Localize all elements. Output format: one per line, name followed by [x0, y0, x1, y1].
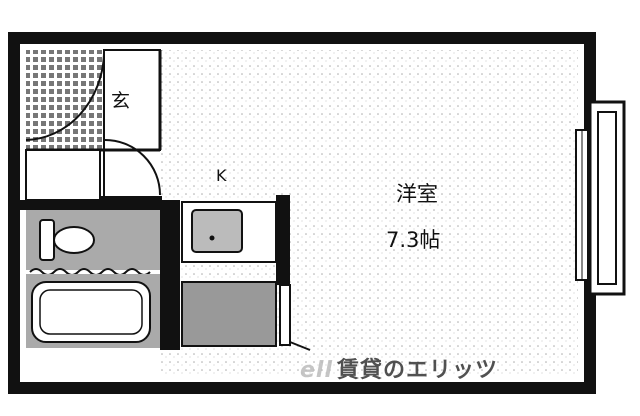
storage-unit — [181, 281, 277, 347]
watermark-logo: ell — [300, 358, 334, 383]
kitchen-sink — [191, 209, 243, 253]
kitchen-label: K — [216, 166, 227, 185]
entrance-step — [103, 49, 161, 151]
balcony-inner — [597, 111, 617, 285]
entrance-label: 玄 — [111, 90, 131, 112]
bathtub — [31, 281, 151, 343]
sink-drain — [209, 235, 215, 241]
door-marker — [289, 341, 311, 351]
closet — [25, 149, 101, 201]
interior-wall — [20, 200, 166, 210]
room-name: 洋室 — [396, 182, 438, 206]
bathtub-inner — [39, 289, 143, 335]
entrance-door-arc — [25, 54, 105, 141]
sliding-door — [279, 284, 291, 346]
balcony — [588, 100, 626, 296]
room-size: 7.3帖 — [386, 228, 441, 252]
toilet-bowl — [53, 226, 95, 254]
interior-wall — [160, 200, 180, 350]
interior-wall — [276, 195, 290, 285]
watermark-text: 賃貸のエリッツ — [337, 358, 499, 383]
washroom-door-arc — [103, 138, 161, 200]
toilet-tank — [39, 219, 55, 261]
